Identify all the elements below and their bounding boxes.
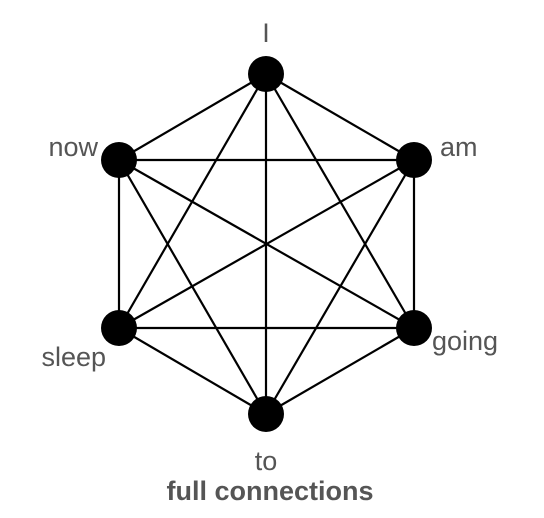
node-label-to: to <box>255 446 278 476</box>
diagram-caption: full connections <box>166 476 373 506</box>
nodes-group <box>101 56 432 432</box>
edges-group <box>117 73 416 415</box>
edge-going-now <box>118 159 415 329</box>
node-label-am: am <box>440 132 478 162</box>
node-now <box>101 142 137 178</box>
node-am <box>396 142 432 178</box>
node-label-now: now <box>48 132 98 162</box>
edge-going-to <box>265 327 415 415</box>
edge-to-now <box>118 159 267 415</box>
node-i <box>248 56 284 92</box>
node-label-sleep: sleep <box>41 342 106 372</box>
node-sleep <box>101 310 137 346</box>
node-label-going: going <box>432 326 498 356</box>
node-label-i: I <box>262 18 270 48</box>
node-going <box>396 310 432 346</box>
labels-group: Iam going to sleep now <box>41 18 498 476</box>
edge-to-sleep <box>118 327 267 415</box>
node-to <box>248 396 284 432</box>
edge-i-am <box>265 73 415 161</box>
edge-i-now <box>118 73 267 161</box>
